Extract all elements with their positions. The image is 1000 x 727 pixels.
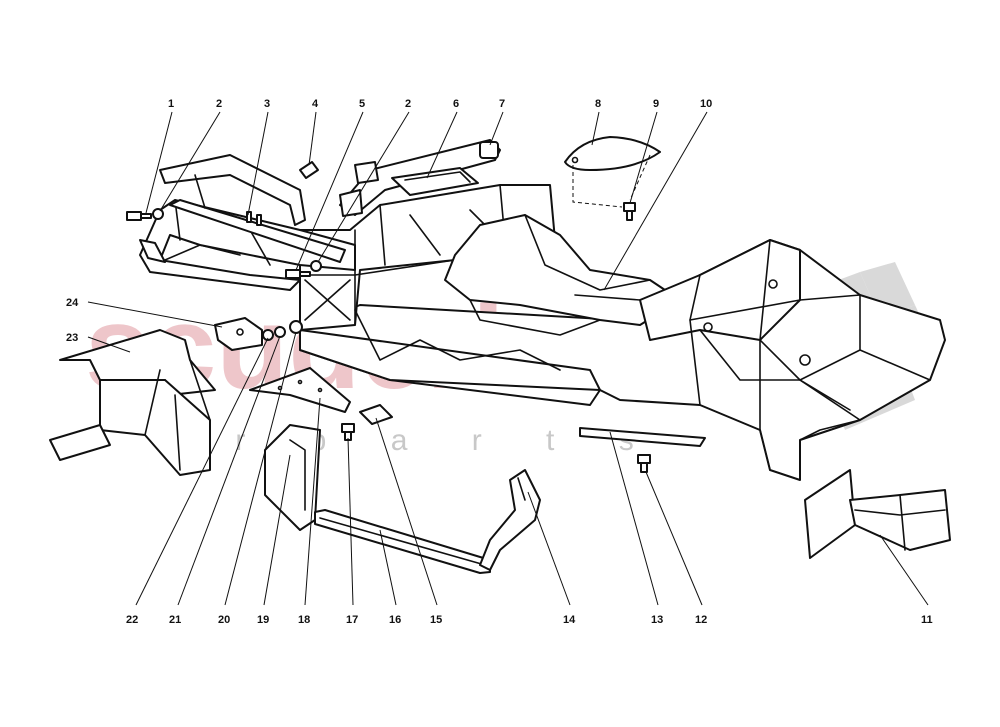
callout-12: 12 (695, 614, 707, 626)
callout-22: 22 (126, 614, 138, 626)
part-24-bracket (214, 317, 263, 351)
part-23-crossmember (49, 329, 216, 476)
callout-3: 3 (264, 98, 270, 110)
callout-8: 8 (595, 98, 601, 110)
callout-13: 13 (651, 614, 663, 626)
callout-10: 10 (700, 98, 712, 110)
part-8-cover (564, 136, 661, 208)
callout-1: 1 (168, 98, 174, 110)
callout-18: 18 (298, 614, 310, 626)
callout-4: 4 (312, 98, 319, 110)
leader-lines (87, 111, 929, 606)
part-12-bolt (637, 454, 651, 473)
callout-9: 9 (653, 98, 659, 110)
part-19-inner-panel (264, 424, 321, 531)
part-15-plate (359, 404, 393, 425)
part-14-side-panel (479, 469, 541, 571)
part-16-sill (314, 509, 491, 574)
part-9-bolt (623, 202, 636, 221)
part-11-bracket (804, 469, 951, 559)
callout-20: 20 (218, 614, 230, 626)
hardware-bolts (126, 208, 322, 279)
callout-7: 7 (499, 98, 505, 110)
front-subframe (139, 154, 356, 291)
callout-2-left: 2 (216, 98, 222, 110)
callout-5: 5 (359, 98, 365, 110)
callout-19: 19 (257, 614, 269, 626)
callout-17: 17 (346, 614, 358, 626)
callout-2-right: 2 (405, 98, 411, 110)
part-13-strip (579, 427, 706, 447)
main-chassis-frame (299, 184, 946, 481)
callout-21: 21 (169, 614, 181, 626)
callout-6: 6 (453, 98, 459, 110)
callout-labels: 1 2 3 4 5 2 6 7 8 9 10 24 23 22 21 20 19… (66, 98, 933, 626)
callout-14: 14 (563, 614, 576, 626)
part-6-plate (391, 167, 479, 196)
callout-23: 23 (66, 332, 78, 344)
callout-11: 11 (921, 614, 933, 626)
callout-15: 15 (430, 614, 442, 626)
callout-24: 24 (66, 297, 79, 309)
part-4-bush (299, 161, 319, 179)
callout-16: 16 (389, 614, 401, 626)
